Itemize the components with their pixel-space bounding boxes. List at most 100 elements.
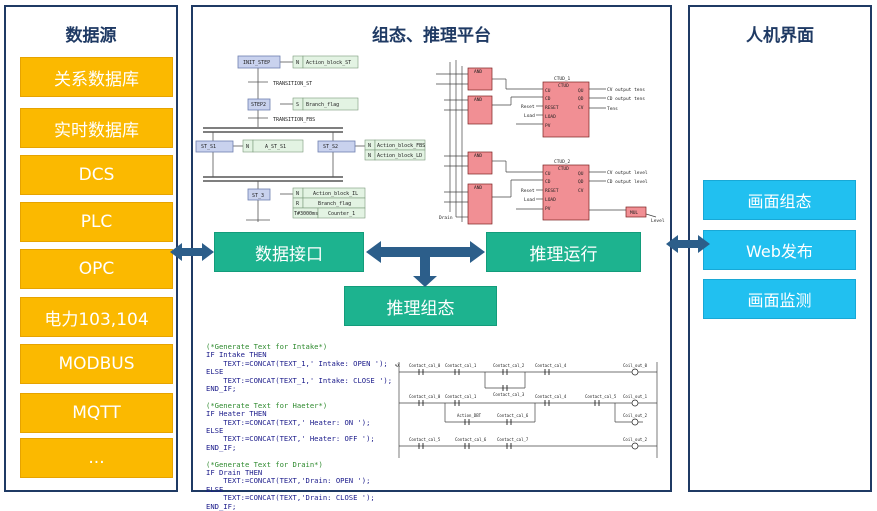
fbd-ctud1-type: CTUD [558,83,569,89]
source-more: ... [20,438,173,478]
ladder-r2-c5: Contact_cal_5 [585,394,617,399]
code-line: TEXT:=CONCAT(TEXT,' Heater: OFF '); [206,434,375,444]
sfc-init-step: INIT_STEP [243,60,270,66]
sfc-q-s-1: S [296,102,299,108]
sfc-action-st: Action_block_ST [306,60,351,66]
ladder-r3-c7: Contact_cal_7 [497,437,529,442]
code-line: TEXT:=CONCAT(TEXT_1,' Intake: OPEN '); [206,358,388,368]
code-line: TEXT:=CONCAT(TEXT_1,' Intake: CLOSE '); [206,375,393,385]
ladder-r1-c4: Contact_cal_4 [535,363,567,368]
sfc-st-3: ST_3 [252,193,264,199]
sfc-q-n-4: N [368,153,371,159]
config-platform-title: 组态、推理平台 [372,26,491,46]
sfc-q-n-1: N [296,60,299,66]
fbd-and-1: AND [474,69,482,75]
sfc-action-fbs: Action_block_FBS [377,143,425,149]
source-power-103-104: 电力103,104 [20,297,173,337]
fbd-drain: Drain [439,215,453,221]
sfc-st-s2: ST_S2 [323,144,338,150]
ladder-r3-c5: Contact_cal_5 [409,437,441,442]
fbd-tens: Tens [607,106,618,112]
code-line: IF Intake THEN [206,350,267,360]
sfc-diagram: INIT_STEP N Action_block_ST TRANSITION_S… [195,55,426,222]
code-line: END_IF; [206,501,237,511]
fbd-cv-level: CV output level [607,170,648,176]
fbd-ctud1-cu: CU [545,88,551,94]
code-line: (*Generate Text for Haeter*) [206,400,328,410]
code-line: END_IF; [206,384,237,394]
code-line: ELSE [206,426,224,436]
fbd-cd-level: CD output level [607,179,648,185]
fbd-ctud1-pv: PV [545,123,551,129]
sfc-st-s1: ST_S1 [201,144,216,150]
hmi-panel: 人机界面 画面组态 Web发布 画面监测 [688,5,872,492]
code-line: (*Generate Text for Drain*) [206,459,323,469]
fbd-reset-1: Reset [521,104,535,110]
ladder-r2-c1: Contact_cal_1 [445,394,477,399]
sfc-branch-flag-2: Branch_flag [318,201,351,207]
ladder-r3-c6: Contact_cal_6 [455,437,487,442]
fbd-ctud1-qu: QU [578,88,584,94]
code-line: TEXT:=CONCAT(TEXT,'Drain: CLOSE '); [206,493,375,503]
fbd-ctud2-cu: CU [545,171,551,177]
ladder-r1-coil: Coil_out_0 [623,363,648,368]
ladder-r2b-dbt: Action_DBT [457,413,482,418]
fbd-and-2: AND [474,97,482,103]
code-line: END_IF; [206,442,237,452]
sfc-counter: Counter_1 [328,211,355,217]
sfc-branch-flag-1: Branch_flag [306,102,339,108]
hmi-title: 人机界面 [746,26,814,46]
sfc-q-t: T#3000ms [294,211,318,217]
ladder-r3-coil: Coil_out_2 [623,437,648,442]
fbd-ctud1-qd: QD [578,96,584,102]
sfc-q-n-2: N [246,144,249,150]
ladder-rail: %X [395,363,400,368]
inference-run-box: 推理运行 [486,232,641,272]
fbd-cd-tens: CD output tens [607,96,645,102]
data-source-title: 数据源 [65,26,117,46]
source-relational-db: 关系数据库 [20,57,173,97]
source-dcs: DCS [20,155,173,195]
code-line: TEXT:=CONCAT(TEXT,'Drain: OPEN '); [206,476,371,486]
code-line: TEXT:=CONCAT(TEXT,' Heater: ON '); [206,417,371,427]
ladder-r1-c0: Contact_cal_0 [409,363,441,368]
sfc-transition-fbs: TRANSITION_FBS [273,117,315,123]
fbd-reset-2: Reset [521,188,535,194]
data-source-panel: 数据源 关系数据库 实时数据库 DCS PLC OPC 电力103,104 MO… [4,5,178,492]
ladder-diagram: %X Contact_cal_0 Contact_cal_1 Contact_c… [395,362,658,458]
hmi-web-publish: Web发布 [703,230,856,270]
data-interface-box: 数据接口 [214,232,364,272]
fbd-ctud1-cd: CD [545,96,551,102]
fbd-ctud2-qu: QU [578,171,584,177]
sfc-action-ld: Action_block_LD [377,153,422,159]
code-line: ELSE [206,367,224,377]
fbd-level: Level [651,218,665,224]
sfc-transition-st: TRANSITION_ST [273,81,312,87]
ladder-r2-c0: Contact_cal_0 [409,394,441,399]
fbd-ctud2-type: CTUD [558,166,569,172]
ladder-r2b-coil: Coil_out_2 [623,413,648,418]
fbd-ctud1-reset: RESET [545,105,559,111]
ladder-r2-c4: Contact_cal_4 [535,394,567,399]
ladder-r2b-c6: Contact_cal_6 [497,413,529,418]
sfc-q-r: R [296,201,300,207]
fbd-and-4: AND [474,185,482,191]
ladder-r1-c1: Contact_cal_1 [445,363,477,368]
fbd-ctud1-cv: CV [578,105,584,111]
sfc-step2: STEP2 [251,102,266,108]
fbd-cv-tens: CV output tens [607,87,645,93]
sfc-a-st-s1: A_ST_S1 [265,144,286,150]
fbd-ctud2-cv: CV [578,188,584,194]
sfc-q-n-5: N [296,191,299,197]
sfc-action-il: Action_block_IL [313,191,358,197]
source-opc: OPC [20,249,173,289]
hmi-screen-config: 画面组态 [703,180,856,220]
source-realtime-db: 实时数据库 [20,108,173,148]
source-mqtt: MQTT [20,393,173,433]
fbd-ctud2-reset: RESET [545,188,559,194]
fbd-load-1: Load [524,113,535,119]
code-line: IF Drain THEN [206,468,263,478]
fbd-ctud1-label: CTUD_1 [554,76,571,82]
code-line: (*Generate Text for Intake*) [206,342,328,351]
ladder-r2-coil: Coil_out_1 [623,394,648,399]
